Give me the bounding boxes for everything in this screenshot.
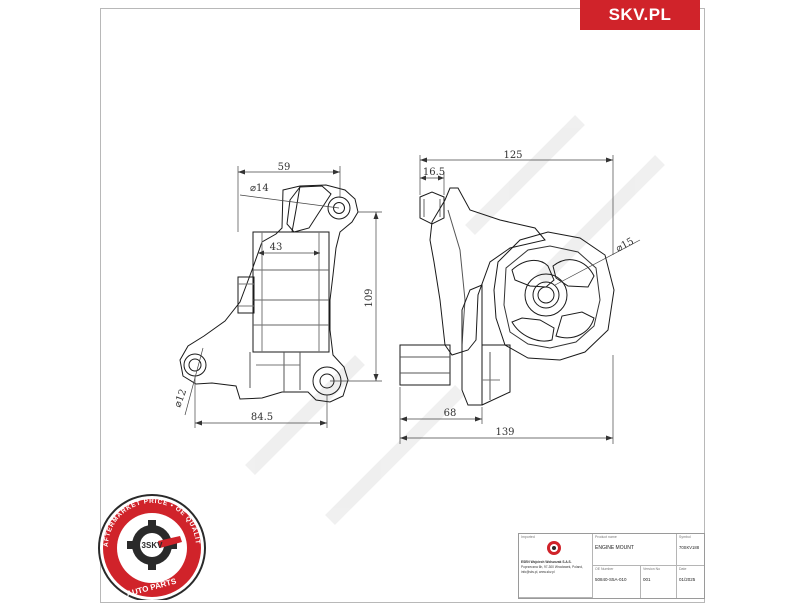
dim-bushing-diameter: ⌀15 bbox=[614, 236, 636, 255]
dim-bolt-offset: 16.5 bbox=[423, 167, 445, 178]
date-label: Date bbox=[679, 567, 687, 571]
gear-icon bbox=[127, 520, 182, 570]
dim-height: 109 bbox=[364, 288, 375, 307]
dim-partial-width: 68 bbox=[444, 408, 457, 419]
oe-number-label: OE Number bbox=[595, 567, 614, 571]
version-cell: Version No 001 bbox=[641, 566, 677, 598]
symbol-value: 70SKV188 bbox=[679, 545, 700, 550]
quality-stamp: AFTERMARKET PRICE • OE QUALITY 3SKV AUTO… bbox=[0, 0, 206, 600]
right-view bbox=[399, 187, 615, 406]
dim-total-width-top: 125 bbox=[503, 150, 522, 161]
dim-hole-diameter-top: ⌀14 bbox=[250, 183, 269, 194]
dim-hole-diameter-bottom: ⌀12 bbox=[172, 388, 189, 409]
symbol-label: Symbol bbox=[679, 535, 691, 539]
product-name-value: ENGINE MOUNT bbox=[595, 545, 634, 551]
left-view-dimensions bbox=[184, 166, 382, 428]
stamp-ring-text: AFTERMARKET PRICE • OE QUALITY bbox=[0, 0, 200, 547]
left-view-outline bbox=[179, 184, 359, 403]
date-cell: Date 01/2025 bbox=[677, 566, 704, 598]
stamp-center-text: 3SKV bbox=[142, 541, 164, 550]
dim-total-width-bottom: 139 bbox=[495, 427, 514, 438]
left-view bbox=[179, 184, 359, 403]
dim-inner-width: 43 bbox=[270, 242, 283, 253]
date-value: 01/2025 bbox=[679, 577, 696, 582]
company-label: Imported bbox=[521, 535, 535, 539]
oe-number-cell: OE Number 50840-S5A-010 bbox=[593, 566, 641, 598]
brand-logo[interactable]: SKV.PL bbox=[580, 0, 700, 30]
company-address: Poprzeczna 6h, 97-300 Wrocławek, Poland,… bbox=[521, 565, 583, 574]
dim-width-bottom: 84.5 bbox=[251, 412, 273, 423]
version-value: 001 bbox=[643, 577, 651, 582]
version-label: Version No bbox=[643, 567, 661, 571]
watermark bbox=[245, 115, 665, 525]
product-name-label: Product name bbox=[595, 535, 617, 539]
right-view-arrows bbox=[400, 157, 613, 441]
symbol-cell: Symbol 70SKV188 bbox=[677, 534, 704, 566]
mount-body bbox=[493, 231, 615, 361]
left-view-arrows bbox=[195, 169, 379, 426]
company-cell: Imported ESEN Wojciech Wolszczak S.A.S. … bbox=[519, 534, 593, 598]
title-block: Imported ESEN Wojciech Wolszczak S.A.S. … bbox=[518, 533, 705, 599]
company-name: ESEN Wojciech Wolszczak S.A.S. bbox=[521, 560, 572, 564]
dim-width-top: 59 bbox=[278, 162, 291, 173]
oe-number-value: 50840-S5A-010 bbox=[595, 577, 627, 582]
bolt-head bbox=[419, 191, 445, 225]
company-logo-icon bbox=[547, 541, 561, 555]
product-name-cell: Product name ENGINE MOUNT bbox=[593, 534, 677, 566]
right-view-dimensions bbox=[399, 155, 641, 444]
svg-text:AFTERMARKET PRICE • OE QUALITY: AFTERMARKET PRICE • OE QUALITY bbox=[0, 0, 201, 547]
